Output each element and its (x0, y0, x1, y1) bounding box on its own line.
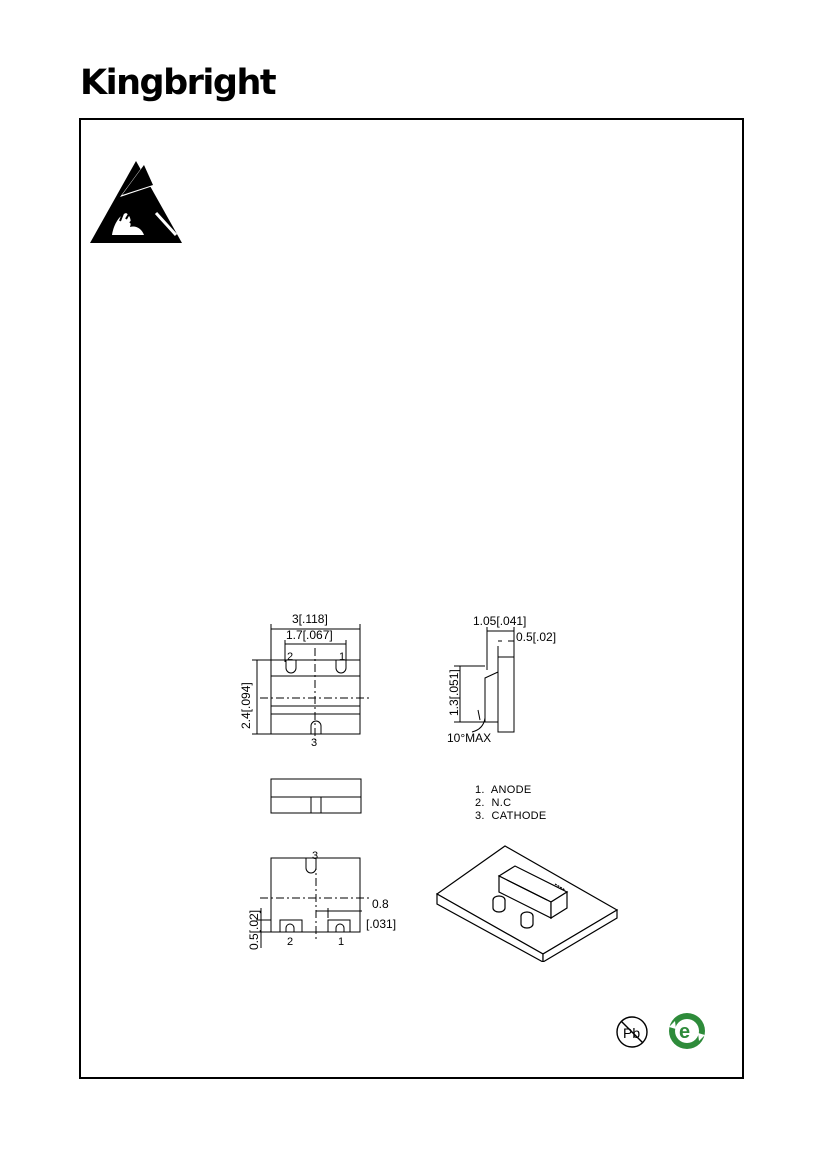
brand-logo: Kingbright (80, 63, 277, 103)
bottom-pin-2: 2 (287, 936, 293, 948)
side-thin-dim: 0.5[.02] (516, 630, 556, 644)
bottom-pad-height-dim: 0.5[.02] (247, 910, 261, 950)
top-view-drawing: 3[.118] 1.7[.067] 2.4[.094] 2 1 3 (239, 612, 370, 749)
pb-free-icon: Pb (616, 1016, 648, 1048)
pin-list: 1. ANODE 2. N.C 3. CATHODE (475, 784, 547, 823)
bottom-view-drawing: 0.5[.02] 0.8 [.031] 3 2 1 (247, 850, 396, 950)
bottom-pad-width-inch: [.031] (366, 917, 396, 931)
pin-list-item: 2. N.C (475, 797, 512, 809)
side-view-drawing: 1.05[.041] 0.5[.02] 1.3[.051] 10°MAX (447, 614, 556, 745)
top-pin-1: 1 (339, 651, 345, 663)
bottom-pin-3: 3 (312, 850, 318, 862)
top-height-dim: 2.4[.094] (239, 682, 253, 729)
pin-list-item: 3. CATHODE (475, 810, 547, 822)
top-pin-3: 3 (311, 737, 317, 749)
side-lens-dim: 1.3[.051] (447, 669, 461, 716)
content-frame (79, 118, 744, 1079)
isometric-view-drawing (435, 845, 619, 962)
bottom-pin-1: 1 (338, 936, 344, 948)
side-angle-note: 10°MAX (447, 731, 491, 745)
top-width-dim: 3[.118] (292, 612, 328, 626)
top-pad-dim: 1.7[.067] (286, 628, 333, 642)
top-pin-2: 2 (287, 651, 293, 663)
esd-warning-icon (90, 161, 182, 243)
bottom-pad-width-dim: 0.8 (372, 897, 389, 911)
svg-text:e: e (679, 1021, 690, 1043)
side-total-dim: 1.05[.041] (473, 614, 526, 628)
svg-text:Pb: Pb (623, 1025, 640, 1041)
front-view-drawing (270, 778, 362, 814)
pin-list-item: 1. ANODE (475, 784, 532, 796)
rohs-e-icon: e (669, 1013, 705, 1049)
